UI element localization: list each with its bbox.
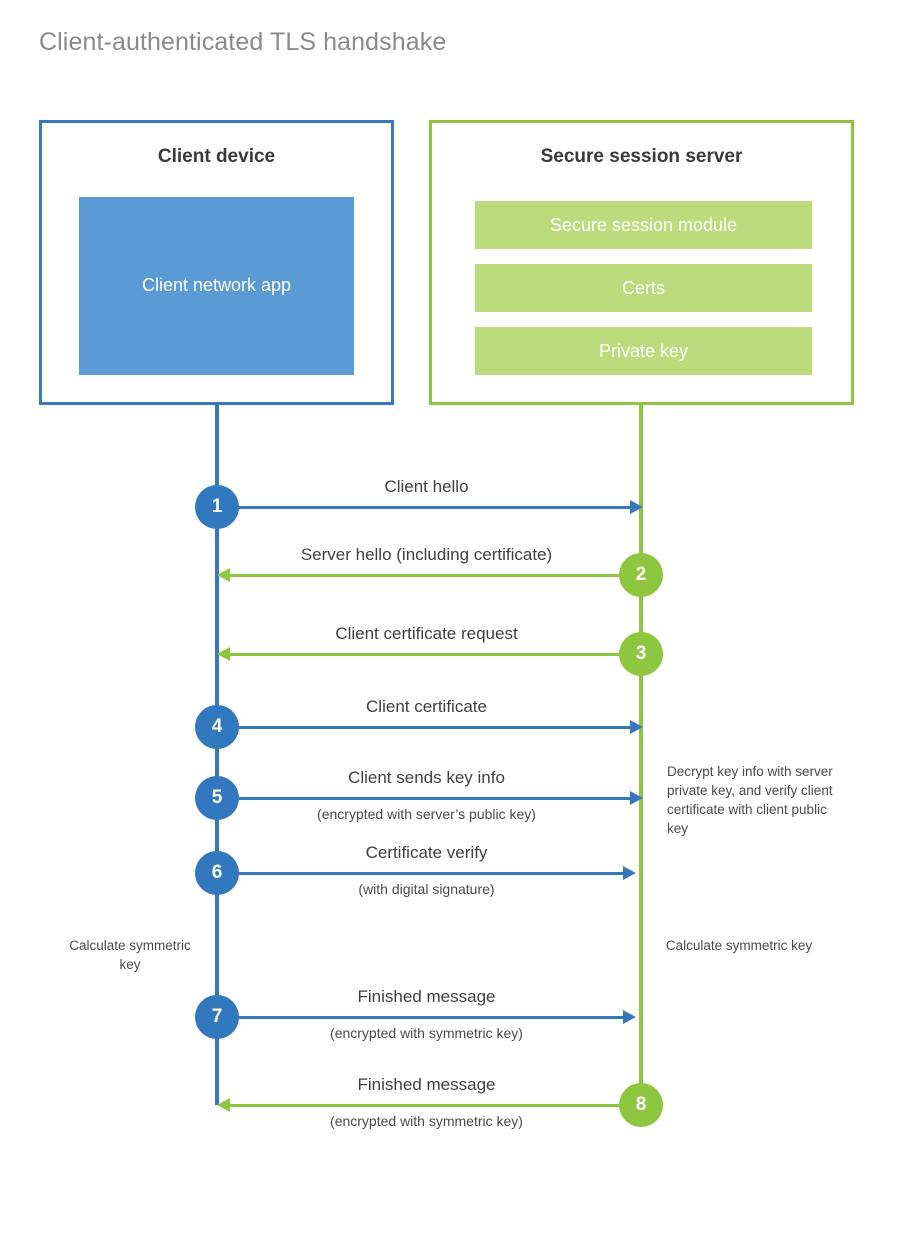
secure-session-server-title: Secure session server <box>540 146 743 167</box>
arrow-head-right-icon <box>630 720 643 734</box>
note-calculate-symmetric-key-client: Calculate symmetric key <box>69 938 191 973</box>
step-marker-3[interactable]: 3 <box>619 632 663 676</box>
step-marker-7[interactable]: 7 <box>195 995 239 1039</box>
step-marker-5[interactable]: 5 <box>195 776 239 820</box>
message-line-3 <box>223 653 639 656</box>
message-label-1: Client hello <box>384 477 469 496</box>
message-label-5: Client sends key info <box>348 768 505 787</box>
page-title: Client-authenticated TLS handshake <box>39 28 447 56</box>
server-component-private-key: Private key <box>475 327 812 375</box>
message-sublabel-7: (encrypted with symmetric key) <box>330 1025 523 1041</box>
arrow-head-right-icon <box>623 866 636 880</box>
arrow-head-left-icon <box>217 647 230 661</box>
server-lifeline <box>639 405 643 1105</box>
message-label-3: Client certificate request <box>335 624 518 643</box>
message-label-6: Certificate verify <box>365 843 488 862</box>
arrow-head-right-icon <box>630 500 643 514</box>
secure-session-server-box: Secure session server Secure session mod… <box>429 120 854 405</box>
message-line-8 <box>223 1104 639 1107</box>
message-sublabel-6: (with digital signature) <box>358 881 495 897</box>
note-calculate-symmetric-key-server: Calculate symmetric key <box>665 938 813 953</box>
arrow-head-right-icon <box>623 1010 636 1024</box>
message-line-1 <box>217 506 636 509</box>
message-line-4 <box>217 726 636 729</box>
client-lifeline <box>215 405 219 1105</box>
server-component-secure-session-module: Secure session module <box>475 201 812 249</box>
message-line-7 <box>217 1016 629 1019</box>
server-component-certs: Certs <box>475 264 812 312</box>
step-marker-2[interactable]: 2 <box>619 553 663 597</box>
message-label-8: Finished message <box>357 1075 496 1094</box>
message-sublabel-8: (encrypted with symmetric key) <box>330 1113 523 1129</box>
client-network-app-block: Client network app <box>79 197 354 375</box>
arrow-head-right-icon <box>630 791 643 805</box>
message-sublabel-5: (encrypted with server’s public key) <box>317 806 536 822</box>
step-marker-1[interactable]: 1 <box>195 485 239 529</box>
message-line-6 <box>217 872 629 875</box>
arrow-head-left-icon <box>217 1098 230 1112</box>
message-line-2 <box>223 574 639 577</box>
step-marker-4[interactable]: 4 <box>195 705 239 749</box>
arrow-head-left-icon <box>217 568 230 582</box>
message-label-4: Client certificate <box>366 697 487 716</box>
message-label-2: Server hello (including certificate) <box>300 545 553 564</box>
step-marker-8[interactable]: 8 <box>619 1083 663 1127</box>
client-device-box: Client device Client network app <box>39 120 394 405</box>
step-marker-6[interactable]: 6 <box>195 851 239 895</box>
note-decrypt-key-info: Decrypt key info with server private key… <box>667 764 833 837</box>
message-line-5 <box>217 797 636 800</box>
client-device-title: Client device <box>157 146 276 167</box>
message-label-7: Finished message <box>357 987 496 1006</box>
